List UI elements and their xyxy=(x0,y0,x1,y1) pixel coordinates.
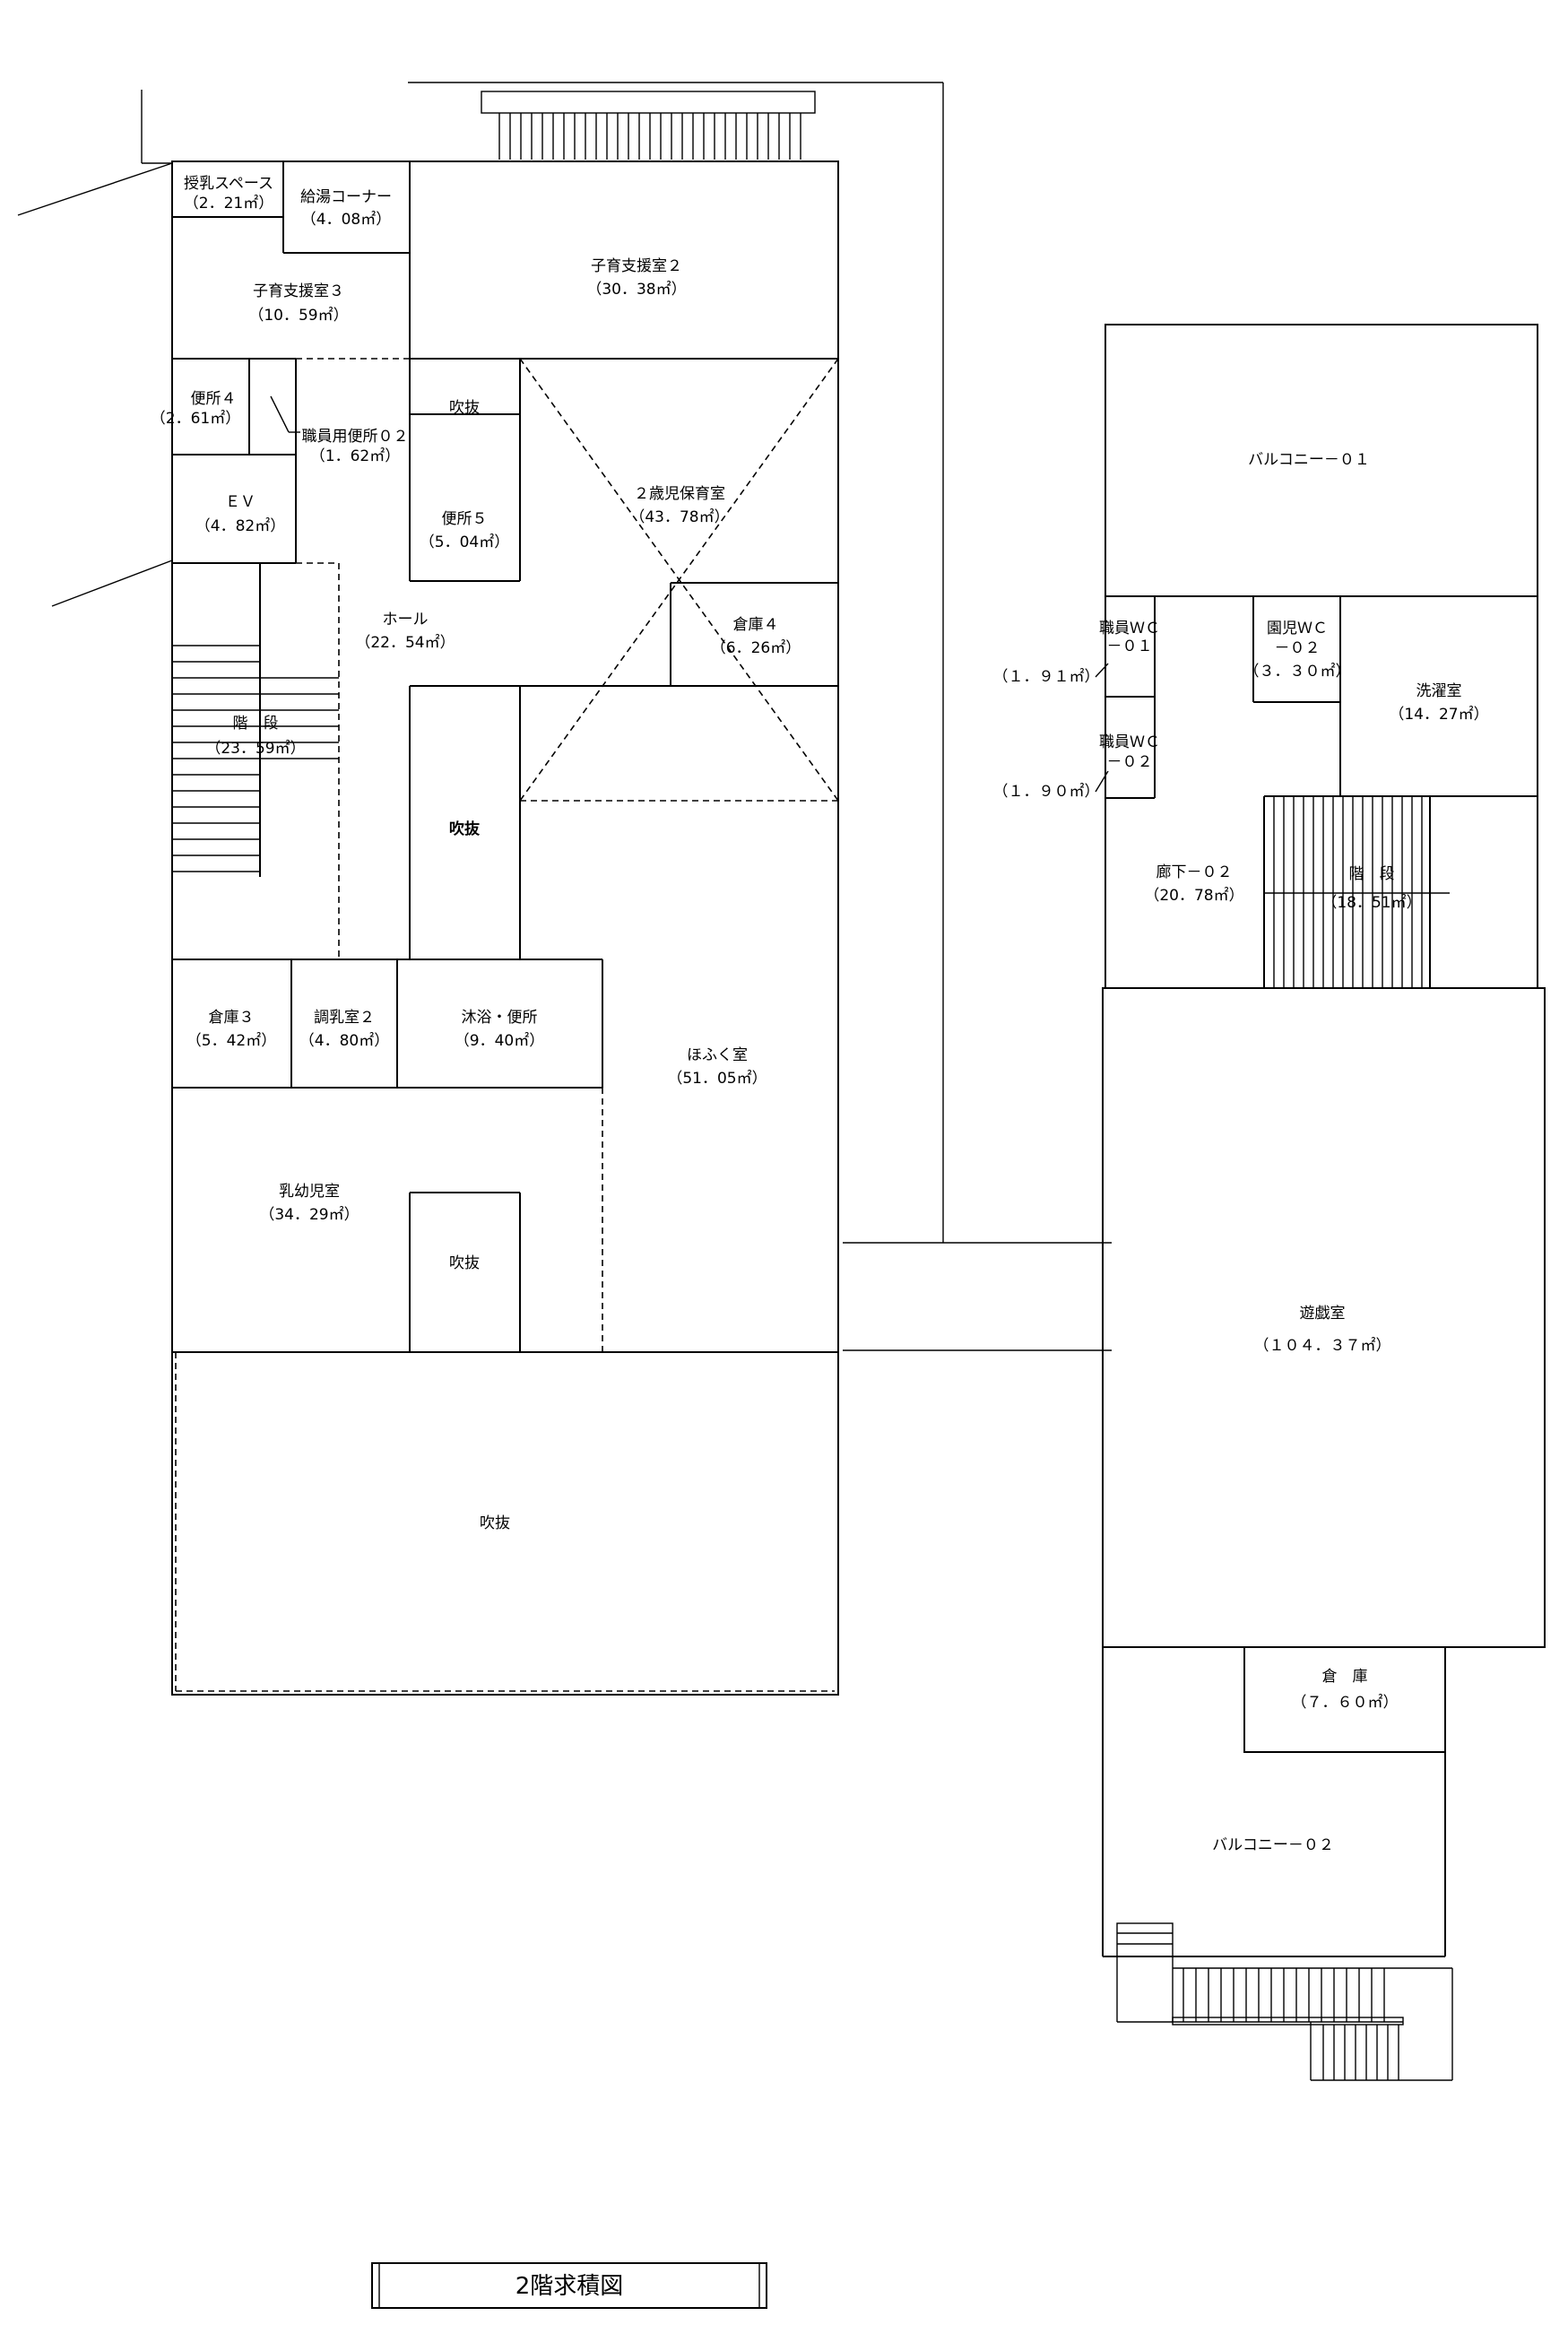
label-chonyu2-area: （4．80㎡） xyxy=(299,1032,389,1050)
label-wc02-name: 職員ＷＣ xyxy=(1099,733,1160,751)
left-building xyxy=(171,160,839,1696)
label-sentaku-area: （14．27㎡） xyxy=(1389,706,1488,724)
label-hofuku-area: （51．05㎡） xyxy=(667,1070,767,1088)
label-chonyu2-name: 調乳室２ xyxy=(314,1009,375,1027)
label-sentaku-name: 洗濯室 xyxy=(1416,682,1462,700)
label-wc01-area: （１．９１㎡） xyxy=(993,668,1100,686)
label-fukinuke1: 吹抜 xyxy=(449,399,480,417)
label-yugi-area: （１０４．３７㎡） xyxy=(1254,1337,1391,1355)
label-hall-area: （22．54㎡） xyxy=(355,634,455,652)
label-wc02-sub: －０２ xyxy=(1107,753,1153,771)
label-fukinuke4: 吹抜 xyxy=(480,1514,510,1532)
label-souko4-area: （6．26㎡） xyxy=(711,639,801,657)
label-souko-name: 倉 庫 xyxy=(1322,1668,1368,1686)
label-kosodate3-name: 子育支援室３ xyxy=(253,282,344,300)
label-kaidan1-area: （23．59㎡） xyxy=(205,740,305,758)
room-labels: 授乳スペース （2．21㎡） 給湯コーナー （4．08㎡） 子育支援室３ （10… xyxy=(151,175,1489,1854)
drawing-title-box: 2階求積図 xyxy=(371,2262,767,2309)
label-junyu-space-name: 授乳スペース xyxy=(184,175,273,193)
label-nyuyoji-name: 乳幼児室 xyxy=(279,1183,340,1201)
label-kaidan2-area: （18．51㎡） xyxy=(1321,894,1421,912)
label-nisai-area: （43．78㎡） xyxy=(629,508,729,526)
label-enji-wc-name: 園児ＷＣ xyxy=(1267,620,1328,638)
label-nisai-name: ２歳児保育室 xyxy=(634,485,725,503)
label-wc01-sub: －０１ xyxy=(1107,638,1153,655)
label-souko4-name: 倉庫４ xyxy=(733,616,779,634)
label-mokuyoku-name: 沐浴・便所 xyxy=(462,1009,538,1027)
label-souko3-area: （5．42㎡） xyxy=(186,1032,276,1050)
label-souko3-name: 倉庫３ xyxy=(209,1009,255,1027)
label-shokuin-benjo-name: 職員用便所０２ xyxy=(302,428,409,446)
label-kyuto-name: 給湯コーナー xyxy=(300,188,392,206)
label-benjo4-name: 便所４ xyxy=(191,390,237,408)
label-fukinuke3: 吹抜 xyxy=(449,1254,480,1272)
label-ev-name: ＥＶ xyxy=(225,493,256,511)
label-fukinuke2: 吹抜 xyxy=(449,820,481,838)
label-souko-area: （７．６０㎡） xyxy=(1292,1694,1399,1712)
label-kosodate3-area: （10．59㎡） xyxy=(248,307,348,325)
site-lines xyxy=(17,82,1112,1351)
label-hofuku-name: ほふく室 xyxy=(687,1046,748,1064)
label-balcony02: バルコニー－０２ xyxy=(1212,1836,1334,1854)
label-nyuyoji-area: （34．29㎡） xyxy=(259,1206,359,1224)
label-wc02-area: （１．９０㎡） xyxy=(993,783,1100,801)
label-enji-wc-area: （３．３０㎡） xyxy=(1244,663,1351,681)
label-roka-name: 廊下－０２ xyxy=(1157,863,1233,881)
label-kyuto-area: （4．08㎡） xyxy=(301,211,391,229)
label-kosodate2-name: 子育支援室２ xyxy=(591,257,682,275)
label-shokuin-benjo-area: （1．62㎡） xyxy=(310,447,400,465)
label-yugi-name: 遊戯室 xyxy=(1300,1305,1346,1323)
label-balcony01: バルコニー－０１ xyxy=(1248,451,1370,469)
label-benjo5-name: 便所５ xyxy=(442,510,488,528)
label-hall-name: ホール xyxy=(383,611,429,629)
right-building xyxy=(1095,324,1546,2081)
label-kaidan1-name: 階 段 xyxy=(233,715,279,733)
label-enji-wc-sub: －０２ xyxy=(1275,639,1321,657)
label-junyu-space-area: （2．21㎡） xyxy=(184,195,273,213)
label-mokuyoku-area: （9．40㎡） xyxy=(455,1032,544,1050)
drawing-title: 2階求積図 xyxy=(515,2273,624,2300)
label-roka-area: （20．78㎡） xyxy=(1144,887,1243,905)
north-stair xyxy=(481,91,816,160)
label-kosodate2-area: （30．38㎡） xyxy=(586,281,686,299)
label-benjo5-area: （5．04㎡） xyxy=(420,534,509,551)
label-kaidan2-name: 階 段 xyxy=(1349,865,1395,883)
label-benjo4-area: （2．61㎡） xyxy=(151,410,240,428)
label-wc01-name: 職員ＷＣ xyxy=(1099,620,1160,638)
label-ev-area: （4．82㎡） xyxy=(195,517,285,535)
